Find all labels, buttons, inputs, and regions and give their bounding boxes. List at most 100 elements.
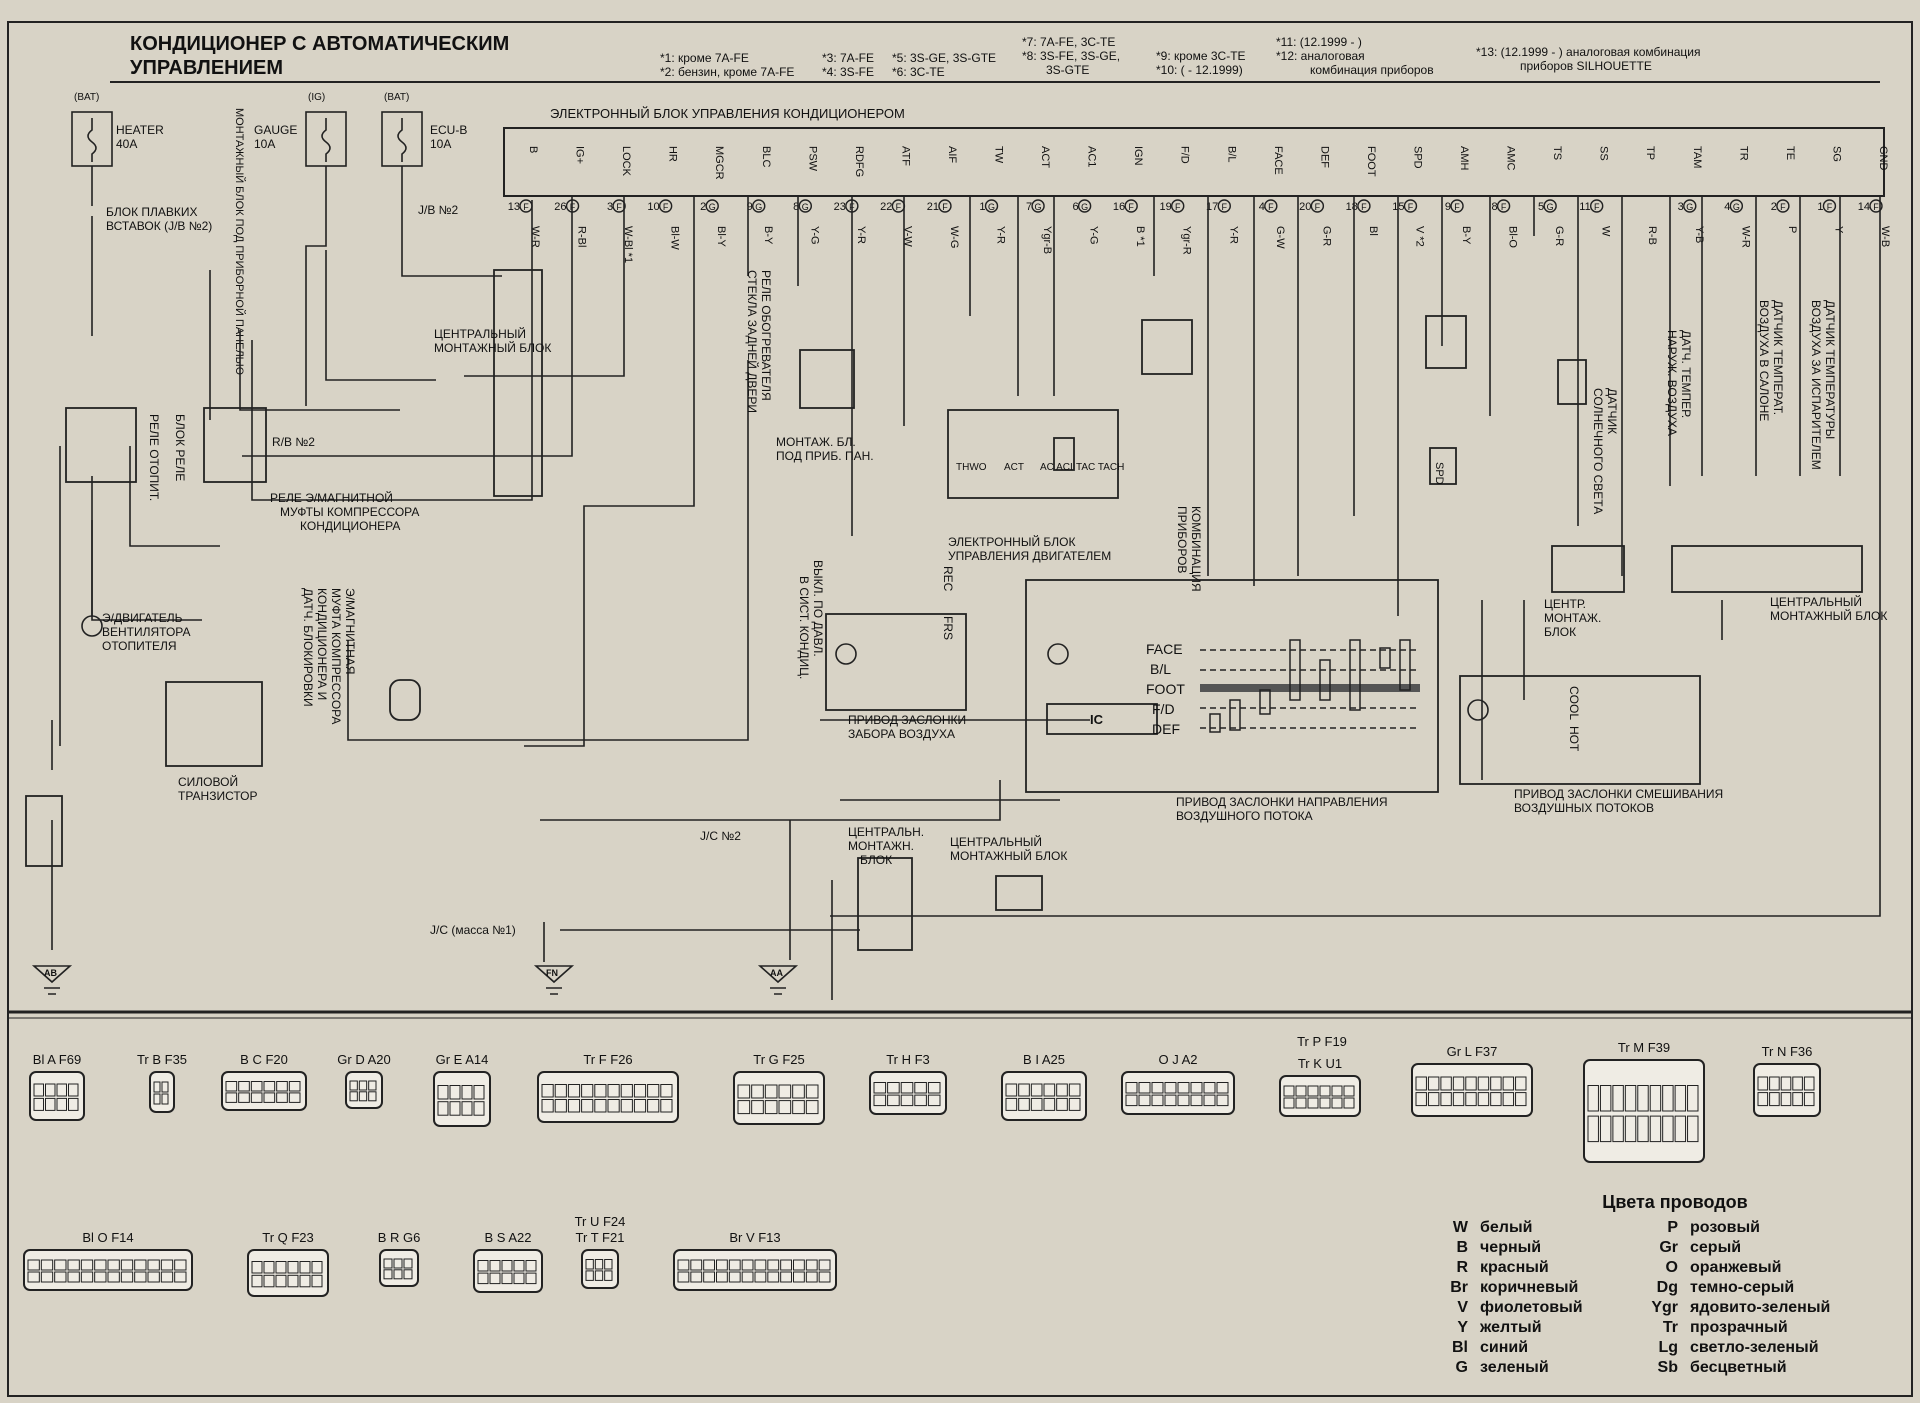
mode-face: FACE xyxy=(1146,641,1183,657)
spd-label: SPD xyxy=(1433,462,1445,485)
mix-cool: COOL xyxy=(1567,686,1581,720)
connector-f3: Tr H F3 xyxy=(869,1052,947,1115)
intake-frs: FRS xyxy=(941,616,955,640)
connector-label: Tr Q F23 xyxy=(262,1230,314,1245)
ecu-pin-name: F/D xyxy=(1179,146,1191,164)
wire-name: серый xyxy=(1690,1239,1742,1256)
blower-2: ВЕНТИЛЯТОРА xyxy=(102,625,191,639)
ground-aa: AA xyxy=(770,968,783,978)
ecu-pin-number: 16 xyxy=(1113,201,1125,213)
connector-label: Gr E A14 xyxy=(436,1052,489,1067)
ecu-pin-connector: F xyxy=(1501,202,1507,212)
ecu-pin-name: HR xyxy=(667,146,679,162)
connector-f36: Tr N F36 xyxy=(1753,1044,1821,1117)
ecu-pin-number: 1 xyxy=(979,201,985,213)
connector-f14: Bl O F14 xyxy=(23,1230,193,1291)
intake-rec: REC xyxy=(941,566,955,592)
motors xyxy=(81,615,1489,721)
ecu-pin-name: TW xyxy=(993,146,1005,164)
ground-ab: AB xyxy=(44,968,57,978)
ecu-pin-wire: G-R xyxy=(1320,226,1332,246)
ecu-pin-connector: F xyxy=(1454,202,1460,212)
ecu-pin-name: MGCR xyxy=(713,146,725,180)
ip-jb-2: ПОД ПРИБ. ПАН. xyxy=(776,449,874,463)
ecu-pin-wire: G-R xyxy=(1553,226,1565,246)
connector-f13: Br V F13 xyxy=(673,1230,837,1291)
connector-f21: Tr T F21 xyxy=(576,1230,624,1289)
centr-b-1: ЦЕНТРАЛЬН. xyxy=(848,825,924,839)
ecu-pin-wire: W-Bl *1 xyxy=(622,226,634,263)
ecu-pin-name: B xyxy=(527,146,539,153)
connector-label: O J A2 xyxy=(1158,1052,1197,1067)
ecu-pin-name: TP xyxy=(1644,146,1656,160)
ecu-pin-wire: P xyxy=(1786,226,1798,233)
mix-damper-2: ВОЗДУШНЫХ ПОТОКОВ xyxy=(1514,801,1654,815)
grounds xyxy=(31,965,799,995)
title-line1: КОНДИЦИОНЕР С АВТОМАТИЧЕСКИМ xyxy=(130,33,509,55)
connector-label: Tr M F39 xyxy=(1618,1040,1670,1055)
wire-name: желтый xyxy=(1480,1319,1542,1336)
blower-motor-icon xyxy=(81,615,103,637)
mode-damper-1: ПРИВОД ЗАСЛОНКИ НАПРАВЛЕНИЯ xyxy=(1176,795,1388,809)
note-2: *2: бензин, кроме 7A-FE xyxy=(660,65,794,79)
mode-foot: FOOT xyxy=(1146,681,1185,697)
ecu-pin-name: BLC xyxy=(760,146,772,167)
wire-name: прозрачный xyxy=(1690,1319,1788,1336)
ecu-pin-connector: F xyxy=(523,202,529,212)
mg-relay-3: КОНДИЦИОНЕРА xyxy=(300,519,400,533)
ecm-pin-act: ACT xyxy=(1004,462,1024,473)
ecu-pin-name: AC1 xyxy=(1086,146,1098,167)
clutch-4: ДАТЧ. БЛОКИРОВКИ xyxy=(301,588,315,707)
mix-damper-1: ПРИВОД ЗАСЛОНКИ СМЕШИВАНИЯ xyxy=(1514,787,1723,801)
ecu-pin-connector: G xyxy=(802,202,809,212)
ecu-pin-name: FOOT xyxy=(1365,146,1377,177)
ecu-pin-name: ACT xyxy=(1039,146,1051,168)
mg-relay-2: МУФТЫ КОМПРЕССОРА xyxy=(280,505,419,519)
wire-code: R xyxy=(1456,1259,1468,1276)
mode-motor-icon xyxy=(1047,643,1069,665)
connector-f19-label: Tr P F19 xyxy=(1297,1034,1347,1049)
footnotes: *1: кроме 7A-FE *2: бензин, кроме 7A-FE … xyxy=(660,35,1701,79)
combo-meter-1: КОМБИНАЦИЯ xyxy=(1189,506,1203,592)
ecu-pin-connector: F xyxy=(1222,202,1228,212)
ecu-pin-connector: F xyxy=(1827,202,1833,212)
evap-2: ВОЗДУХА ЗА ИСПАРИТЕЛЕМ xyxy=(1809,300,1823,470)
note-5: *5: 3S-GE, 3S-GTE xyxy=(892,51,996,65)
connector-label: Bl A F69 xyxy=(33,1052,81,1067)
ecu-pin-connector: F xyxy=(1315,202,1321,212)
note-11: *11: (12.1999 - ) xyxy=(1276,35,1362,49)
ecu-pin-number: 4 xyxy=(1259,201,1265,213)
ecu-pin-wire: Y-R xyxy=(855,226,867,244)
ecu-pin-name: SPD xyxy=(1411,146,1423,169)
ecu-pin-wire: B-Y xyxy=(762,226,774,245)
component-labels: ЦЕНТРАЛЬНЫЙ МОНТАЖНЫЙ БЛОК БЛОК РЕЛЕ РЕЛ… xyxy=(102,270,1887,937)
intake-2: ЗАБОРА ВОЗДУХА xyxy=(848,727,955,741)
ecu-pin-name: IGN xyxy=(1132,146,1144,166)
ecu-pin-wire: V *2 xyxy=(1413,226,1425,247)
ecu-pin-connector: F xyxy=(1780,202,1786,212)
connector-a14: Gr E A14 xyxy=(433,1052,491,1127)
ecu-pin-name: TR xyxy=(1737,146,1749,161)
connector-g6: B R G6 xyxy=(378,1230,420,1287)
ecu-pin-number: 20 xyxy=(1299,201,1311,213)
ecu-pin-number: 9 xyxy=(747,201,753,213)
wire-code: V xyxy=(1457,1299,1468,1316)
wire-colors-title: Цвета проводов xyxy=(1602,1192,1748,1212)
wire-name: синий xyxy=(1480,1339,1529,1356)
note-12b: комбинация приборов xyxy=(1310,63,1434,77)
wire-code: Tr xyxy=(1662,1319,1678,1336)
jb2-top-label: J/B №2 xyxy=(418,203,459,217)
connector-u1: Tr K U1 xyxy=(1279,1056,1361,1117)
psw-1: ВЫКЛ. ПО ДАВЛ. xyxy=(811,560,825,657)
defog-2: СТЕКЛА ЗАДНЕЙ ДВЕРИ xyxy=(745,270,760,413)
